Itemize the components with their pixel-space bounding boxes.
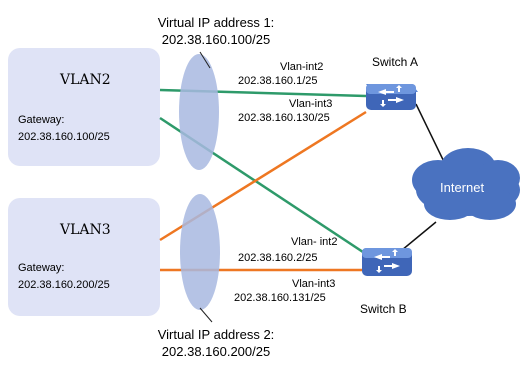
vlan2-title: VLAN2 [60, 72, 111, 88]
switch-a-int3-ip: 202.38.160.130/25 [238, 112, 330, 124]
vip1-line1: Virtual IP address 1: [157, 15, 275, 30]
link-switch-a-internet [415, 103, 449, 171]
vlan3-box [8, 198, 160, 316]
vip1-ellipse [179, 54, 219, 170]
vlan3-gateway-value: 202.38.160.200/25 [18, 279, 110, 291]
switch-b-name: Switch B [360, 302, 407, 316]
vlan2-gateway: Gateway: 202.38.160.100/25 [18, 112, 110, 146]
vlan2-gateway-label: Gateway: [18, 114, 65, 126]
vlan3-title: VLAN3 [60, 222, 111, 238]
switch-b-int2-ip: 202.38.160.2/25 [238, 252, 318, 264]
vip1-caption: Virtual IP address 1: 202.38.160.100/25 [150, 14, 282, 48]
vip2-ellipse [180, 194, 220, 310]
vip2-line1: Virtual IP address 2: [157, 327, 275, 342]
vlan3-gateway: Gateway: 202.38.160.200/25 [18, 260, 110, 294]
vlan3-gateway-label: Gateway: [18, 262, 65, 274]
vip1-line2: 202.38.160.100/25 [161, 32, 271, 47]
switch-a-int3-name: Vlan-int3 [289, 98, 333, 110]
vip2-caption: Virtual IP address 2: 202.38.160.200/25 [150, 326, 282, 360]
switch-b-int2-name: Vlan- int2 [291, 236, 338, 248]
vip2-pointer [199, 307, 213, 323]
switch-a-int2-name: Vlan-int2 [280, 61, 324, 73]
vip2-line2: 202.38.160.200/25 [161, 344, 271, 359]
switch-a-name: Switch A [372, 55, 419, 69]
internet-label: Internet [440, 180, 485, 195]
vlan2-box [8, 48, 160, 166]
switch-b-icon [362, 248, 412, 276]
vip1-pointer [199, 51, 211, 69]
switch-a-int2-ip: 202.38.160.1/25 [238, 75, 318, 87]
switch-b-int3-ip: 202.38.160.131/25 [234, 292, 326, 304]
internet-cloud-icon [412, 148, 520, 220]
vlan2-gateway-value: 202.38.160.100/25 [18, 131, 110, 143]
switch-b-int3-name: Vlan-int3 [292, 278, 336, 290]
switch-a-icon [366, 84, 418, 110]
